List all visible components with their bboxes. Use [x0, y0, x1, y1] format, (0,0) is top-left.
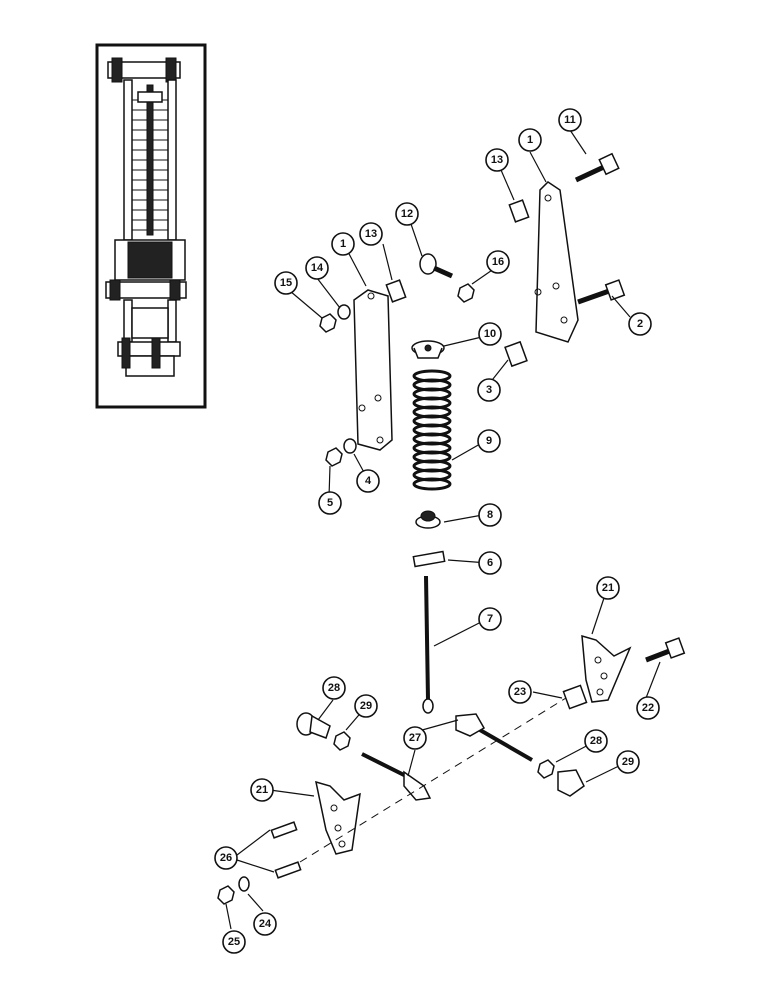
bolt-22: [645, 637, 686, 663]
callout-label: 4: [365, 475, 372, 487]
callout-14: 14: [305, 256, 329, 280]
callout-10: 10: [478, 322, 502, 346]
callout-8: 8: [478, 503, 502, 527]
callout-21-right: 21: [596, 576, 620, 600]
callout-9: 9: [477, 429, 501, 453]
lower-bracket-21: [315, 780, 361, 855]
callout-label: 27: [409, 732, 421, 744]
callout-label: 29: [360, 700, 372, 712]
rod-end-29-right: [557, 769, 585, 797]
callout-23: 23: [508, 680, 532, 704]
inset-assembly-view: [95, 43, 207, 409]
callout-label: 21: [256, 784, 268, 796]
callout-label: 13: [491, 154, 503, 166]
callout-28-right: 28: [584, 729, 608, 753]
callout-label: 26: [220, 852, 232, 864]
callout-label: 22: [642, 702, 654, 714]
bolt-11: [574, 152, 620, 183]
spring-9: [412, 369, 452, 491]
callout-28-left: 28: [322, 676, 346, 700]
callout-label: 10: [484, 328, 496, 340]
callout-12: 12: [395, 202, 419, 226]
callout-label: 8: [487, 509, 493, 521]
callout-label: 14: [311, 262, 324, 274]
spring-seat-8: [415, 510, 441, 529]
callout-label: 1: [527, 134, 533, 146]
callout-label: 24: [259, 918, 272, 930]
leader-lines: [225, 129, 661, 930]
alignment-line: [299, 697, 567, 863]
callout-4: 4: [356, 469, 380, 493]
callout-label: 7: [487, 613, 493, 625]
callout-1-left: 1: [331, 232, 355, 256]
callout-label: 13: [365, 228, 377, 240]
callout-26: 26: [214, 846, 238, 870]
callout-11: 11: [558, 108, 582, 132]
spring-cap-10: [411, 340, 445, 359]
callout-label: 28: [328, 682, 340, 694]
turnbuckle-27: [361, 713, 533, 801]
callout-22: 22: [636, 696, 660, 720]
callout-6: 6: [478, 551, 502, 575]
callout-label: 5: [327, 497, 333, 509]
callout-24: 24: [253, 912, 277, 936]
callout-29-right: 29: [616, 750, 640, 774]
callout-13-right: 13: [485, 148, 509, 172]
callout-label: 15: [280, 277, 292, 289]
callout-label: 2: [637, 318, 643, 330]
callout-label: 9: [486, 435, 492, 447]
callout-21-left: 21: [250, 778, 274, 802]
callout-label: 11: [564, 114, 576, 126]
right-link-plate: [534, 181, 579, 343]
callout-15: 15: [274, 271, 298, 295]
bolt-2: [577, 279, 626, 305]
callout-label: 28: [590, 735, 602, 747]
callout-3: 3: [477, 378, 501, 402]
callout-label: 29: [622, 756, 634, 768]
callout-1-right: 1: [518, 128, 542, 152]
rod-7: [422, 575, 434, 714]
callout-25: 25: [222, 930, 246, 954]
callout-label: 12: [401, 208, 413, 220]
rod-end-29-left: [296, 712, 331, 739]
callout-label: 23: [514, 686, 526, 698]
callout-16: 16: [486, 250, 510, 274]
callout-label: 21: [602, 582, 614, 594]
small-hardware: [217, 199, 588, 905]
callout-label: 25: [228, 936, 240, 948]
callout-27: 27: [403, 726, 427, 750]
callout-label: 16: [492, 256, 504, 268]
rod-end-12: [419, 253, 454, 279]
upper-bracket-21: [581, 634, 632, 703]
callout-label: 6: [487, 557, 493, 569]
callout-2: 2: [628, 312, 652, 336]
left-link-plate: [353, 289, 393, 451]
callout-13-left: 13: [359, 222, 383, 246]
callout-29-left: 29: [354, 694, 378, 718]
callout-label: 1: [340, 238, 346, 250]
callout-5: 5: [318, 491, 342, 515]
callout-7: 7: [478, 607, 502, 631]
callout-label: 3: [486, 384, 492, 396]
pin-6: [412, 550, 446, 568]
